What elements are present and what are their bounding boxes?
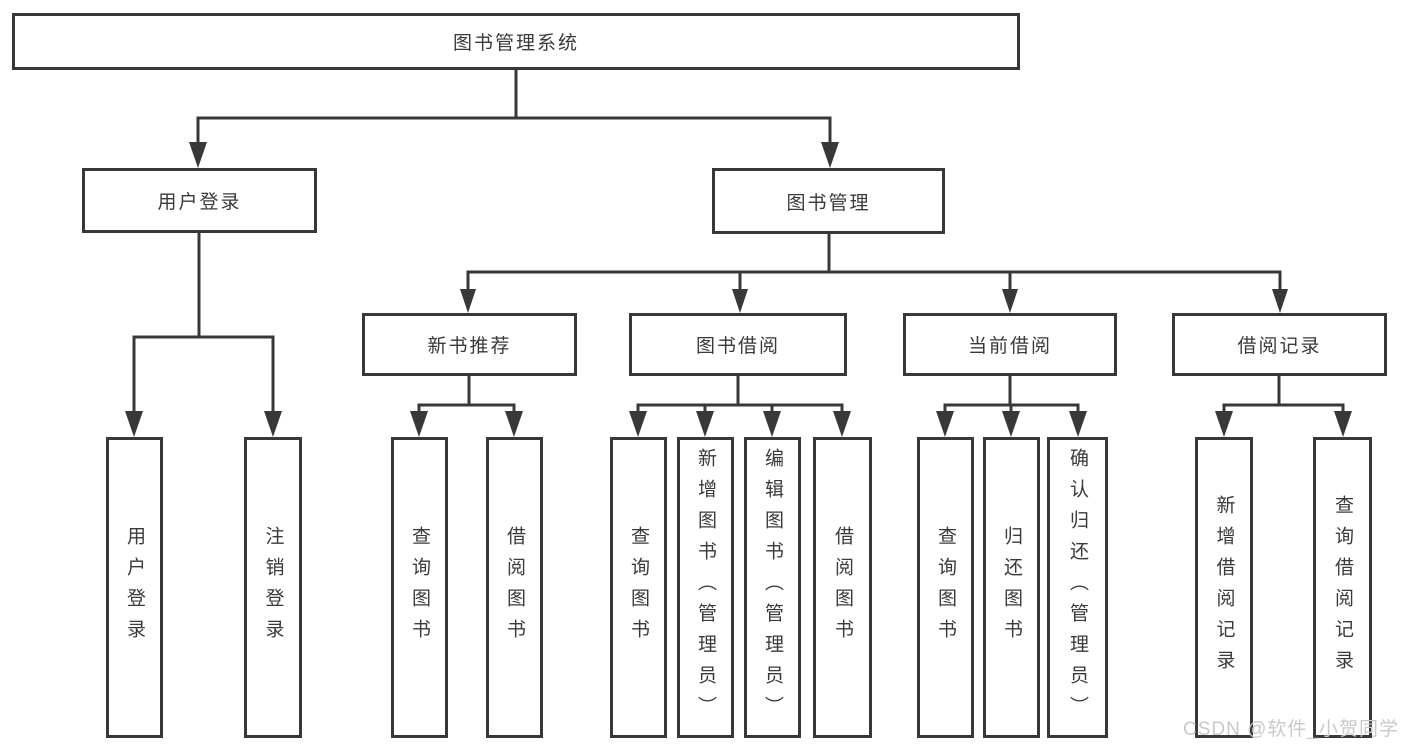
node-user-login: 用户登录 bbox=[82, 168, 317, 233]
connector-user-login-branch bbox=[132, 233, 275, 414]
node-book-management: 图书管理 bbox=[712, 168, 945, 234]
leaf-query-book-2: 查询图书 bbox=[610, 437, 667, 738]
arrow-down bbox=[696, 411, 714, 437]
node-label: 注销登录 bbox=[262, 525, 284, 650]
leaf-edit-book-admin: 编辑图书（管理员） bbox=[744, 437, 801, 738]
leaf-borrow-book-1: 借阅图书 bbox=[486, 437, 543, 738]
leaf-query-borrow-record: 查询借阅记录 bbox=[1313, 437, 1372, 738]
leaf-return-book: 归还图书 bbox=[983, 437, 1040, 738]
node-label: 编辑图书（管理员） bbox=[762, 448, 783, 727]
arrow-down bbox=[189, 142, 207, 168]
node-label: 图书借阅 bbox=[695, 336, 780, 357]
node-borrow-record: 借阅记录 bbox=[1172, 313, 1387, 376]
csdn-watermark: CSDN @软件_小贺同学 bbox=[1183, 719, 1399, 740]
leaf-confirm-return-admin: 确认归还（管理员） bbox=[1047, 437, 1108, 738]
leaf-add-borrow-record: 新增借阅记录 bbox=[1195, 437, 1253, 738]
leaf-query-book-3: 查询图书 bbox=[917, 437, 974, 738]
arrowheads bbox=[125, 142, 1352, 437]
node-new-book-recommend: 新书推荐 bbox=[362, 313, 577, 376]
connector-root-to-level2 bbox=[196, 70, 832, 146]
connector-borrow-record-branch bbox=[1222, 376, 1345, 414]
arrow-down bbox=[1069, 411, 1087, 437]
arrow-down bbox=[1002, 411, 1020, 437]
arrow-down bbox=[125, 411, 143, 437]
node-label: 查询图书 bbox=[935, 525, 956, 650]
arrow-down bbox=[460, 289, 476, 313]
node-label: 图书管理系统 bbox=[452, 33, 579, 54]
connector-book-borrow-branch bbox=[636, 376, 844, 414]
arrow-down bbox=[264, 411, 282, 437]
arrow-down bbox=[833, 411, 851, 437]
arrow-down bbox=[629, 411, 647, 437]
connector-current-borrow-branch bbox=[943, 376, 1080, 414]
node-label: 借阅记录 bbox=[1237, 336, 1322, 357]
arrow-down bbox=[505, 411, 523, 437]
connector-book-management-branch bbox=[466, 234, 1282, 292]
leaf-add-book-admin: 新增图书（管理员） bbox=[677, 437, 734, 738]
leaf-borrow-book-2: 借阅图书 bbox=[813, 437, 872, 738]
leaf-user-login: 用户登录 bbox=[106, 437, 163, 738]
node-label: 用户登录 bbox=[157, 192, 242, 213]
arrow-down bbox=[1215, 411, 1233, 437]
arrow-down bbox=[763, 411, 781, 437]
node-library-management-system: 图书管理系统 bbox=[12, 13, 1020, 70]
arrow-down bbox=[821, 142, 839, 168]
node-current-borrow: 当前借阅 bbox=[903, 313, 1117, 376]
node-label: 确认归还（管理员） bbox=[1067, 448, 1088, 727]
node-label: 图书管理 bbox=[786, 192, 871, 214]
node-label: 查询图书 bbox=[628, 525, 649, 650]
node-label: 新书推荐 bbox=[427, 336, 512, 357]
arrow-down bbox=[1272, 289, 1288, 313]
node-label: 用户登录 bbox=[124, 525, 145, 650]
node-label: 借阅图书 bbox=[504, 525, 525, 650]
connector-new-book-branch bbox=[417, 376, 516, 414]
leaf-query-book-1: 查询图书 bbox=[391, 437, 448, 738]
node-label: 新增借阅记录 bbox=[1213, 494, 1235, 681]
node-label: 归还图书 bbox=[1001, 525, 1022, 650]
node-label: 查询图书 bbox=[409, 525, 430, 650]
node-label: 借阅图书 bbox=[832, 525, 853, 650]
arrow-down bbox=[732, 289, 748, 313]
node-label: 新增图书（管理员） bbox=[695, 448, 716, 727]
leaf-logout: 注销登录 bbox=[244, 437, 302, 738]
node-label: 当前借阅 bbox=[967, 336, 1052, 357]
node-book-borrow: 图书借阅 bbox=[629, 313, 847, 376]
arrow-down bbox=[936, 411, 954, 437]
arrow-down bbox=[1334, 411, 1352, 437]
arrow-down bbox=[1002, 289, 1018, 313]
node-label: 查询借阅记录 bbox=[1332, 494, 1353, 681]
arrow-down bbox=[410, 411, 428, 437]
